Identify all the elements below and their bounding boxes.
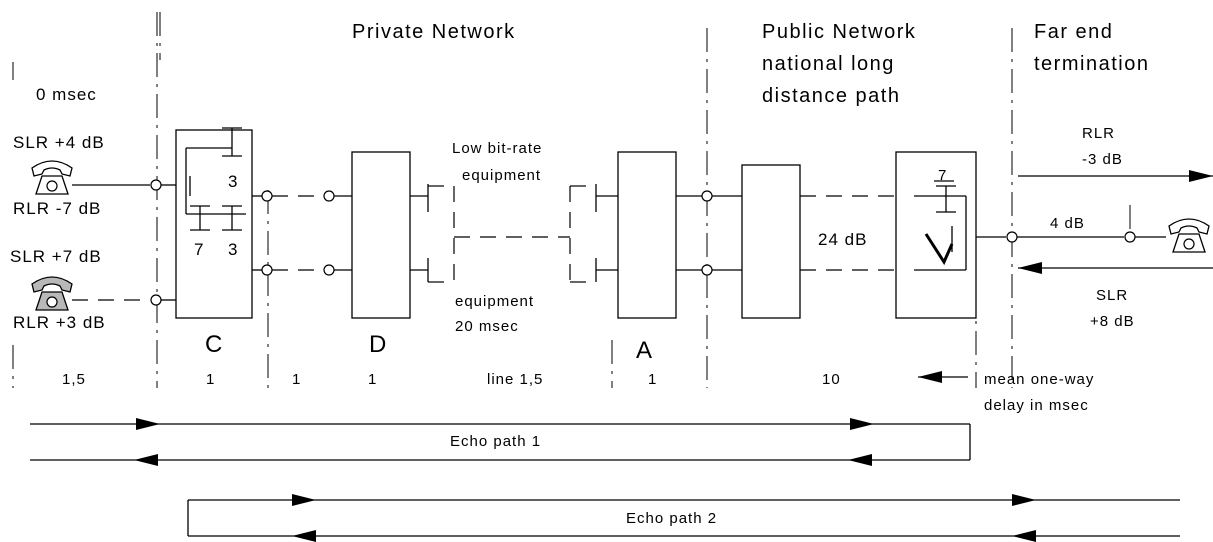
echo-path-1: Echo path 1	[30, 418, 971, 466]
hybrid-num-label: 7	[938, 167, 947, 184]
delay-value: 1	[648, 371, 657, 388]
public-network-title-line3: distance path	[762, 85, 900, 107]
section-dividers	[12, 12, 1013, 388]
block-c-num-right: 3	[228, 240, 238, 259]
far-end-line-loss: 4 dB	[1050, 215, 1085, 232]
echo-path-2-label: Echo path 2	[626, 510, 717, 527]
far-end-rlr-label: RLR	[1082, 125, 1115, 142]
far-end-title-line2: termination	[1034, 53, 1149, 75]
lbr-top-line1: Low bit-rate	[452, 140, 542, 157]
phone2-rlr-label: RLR +3 dB	[13, 313, 106, 332]
delay-value: line 1,5	[487, 371, 543, 388]
delay-zero-label: 0 msec	[36, 85, 97, 104]
delay-value: 1	[206, 371, 215, 388]
delay-value: 10	[822, 371, 841, 388]
block-a-label: A	[636, 337, 652, 364]
lbr-bottom-line2: 20 msec	[455, 318, 519, 335]
echo-path-1-label: Echo path 1	[450, 433, 541, 450]
public-network-title-line1: Public Network	[762, 21, 916, 43]
far-end-rlr-value: -3 dB	[1082, 151, 1123, 168]
private-network-title: Private Network	[352, 21, 516, 43]
delay-caption-line1: mean one-way	[984, 371, 1094, 388]
far-end-slr-value: +8 dB	[1090, 313, 1135, 330]
block-c: 3 7 3	[175, 127, 253, 319]
delay-caption-line2: delay in msec	[984, 397, 1089, 414]
telephone-icon	[31, 276, 73, 311]
echo-path-2: Echo path 2	[187, 494, 1180, 542]
delay-value: 1	[368, 371, 377, 388]
lbr-top-line2: equipment	[462, 167, 541, 184]
far-end-title-line1: Far end	[1034, 21, 1113, 43]
delay-value: 1	[292, 371, 301, 388]
public-network-block	[741, 164, 801, 319]
phone1-slr-label: SLR +4 dB	[13, 133, 105, 152]
phone1-rlr-label: RLR -7 dB	[13, 199, 101, 218]
public-loss-label: 24 dB	[818, 230, 867, 249]
delay-value: 1,5	[62, 371, 86, 388]
down-arrow-icon	[924, 233, 954, 266]
telephone-icon	[1168, 218, 1210, 253]
block-c-num-left: 7	[194, 240, 204, 259]
block-d-label: D	[369, 331, 386, 358]
block-d	[351, 151, 411, 319]
lbr-bottom-line1: equipment	[455, 293, 534, 310]
phone2-slr-label: SLR +7 dB	[10, 247, 102, 266]
far-end-hybrid-block: 7	[895, 151, 977, 319]
far-end-slr-label: SLR	[1096, 287, 1128, 304]
delay-row: 1,5 1 1 1 line 1,5 1 10	[62, 371, 841, 388]
block-a	[617, 151, 677, 319]
telephone-icon	[31, 160, 73, 195]
block-c-num-top: 3	[228, 172, 238, 191]
public-network-title-line2: national long	[762, 53, 895, 75]
block-c-label: C	[205, 331, 222, 358]
